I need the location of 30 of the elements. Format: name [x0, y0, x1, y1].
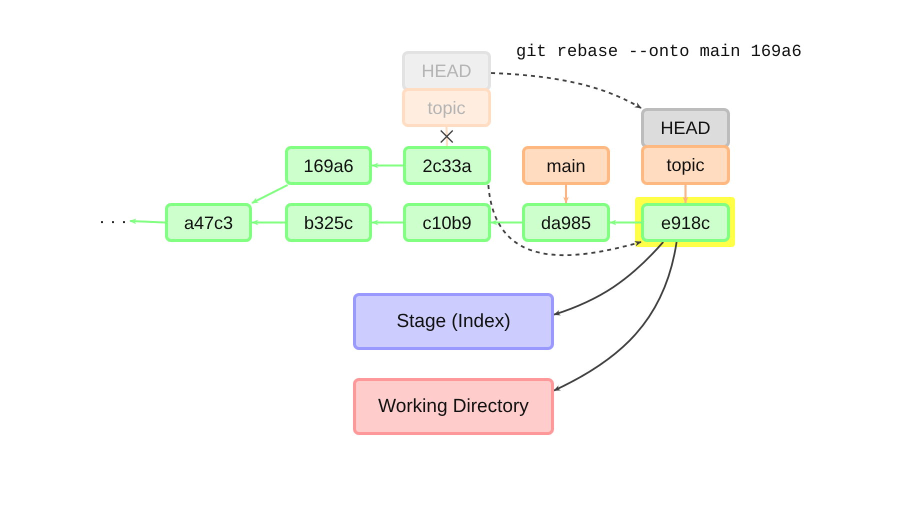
- arrow: [563, 185, 569, 204]
- ellipsis-text: · · ·: [96, 210, 130, 232]
- arrow: [251, 220, 285, 226]
- commit-box: 2c33a: [403, 146, 491, 185]
- arrow: [609, 220, 641, 226]
- branch-label: topic: [402, 88, 491, 127]
- arrow: [490, 72, 642, 109]
- commit-box: e918c: [641, 203, 730, 242]
- ref-label: HEAD: [402, 51, 491, 91]
- command-text: git rebase --onto main 169a6: [516, 42, 802, 64]
- commit-box: 169a6: [285, 146, 372, 185]
- ref-label: HEAD: [641, 108, 730, 148]
- arrow: [251, 184, 288, 204]
- arrow: [371, 220, 403, 226]
- arrow: [129, 218, 166, 224]
- arrow: [682, 185, 688, 204]
- arrow: [371, 162, 403, 168]
- area-box: Working Directory: [353, 378, 554, 435]
- commit-box: c10b9: [403, 203, 491, 242]
- branch-label: topic: [641, 145, 730, 185]
- branch-label: main: [522, 146, 610, 185]
- commit-box: da985: [522, 203, 610, 242]
- arrow: [490, 220, 522, 226]
- commit-box: b325c: [285, 203, 372, 242]
- arrow: [487, 184, 642, 256]
- area-box: Stage (Index): [353, 293, 554, 350]
- arrow: [553, 242, 678, 392]
- crossed-line: [446, 126, 448, 146]
- arrow: [553, 241, 664, 316]
- commit-box: a47c3: [165, 203, 252, 242]
